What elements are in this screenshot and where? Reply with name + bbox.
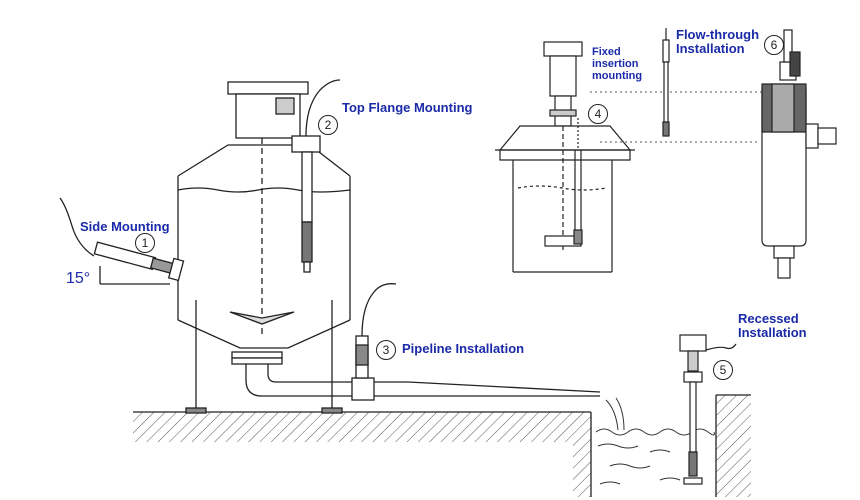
top-flange-sensor: [291, 79, 341, 273]
top-flange-label: Top Flange Mounting: [342, 100, 473, 115]
basin-water: [595, 397, 715, 485]
marker-3: 3: [376, 340, 396, 360]
flow-line-1: Flow-through: [676, 27, 760, 42]
ground: [133, 394, 751, 497]
fixed-line-3: mounting: [592, 70, 643, 82]
guide-lines: [590, 91, 775, 143]
pipeline-sensor: [355, 283, 397, 379]
marker-4: 4: [588, 104, 608, 124]
marker-2: 2: [318, 115, 338, 135]
flow-through-cell: [761, 29, 837, 279]
side-mounting-sensor: [59, 197, 185, 285]
marker-1: 1: [135, 233, 155, 253]
marker-6: 6: [764, 35, 784, 55]
side-mounting-label: Side Mounting: [80, 219, 170, 234]
loose-probe: [662, 28, 670, 137]
recessed-label: Recessed Installation: [738, 312, 807, 340]
angle-label: 15°: [66, 270, 91, 287]
recessed-line-1: Recessed: [738, 311, 799, 326]
fixed-line-2: insertion: [592, 58, 639, 70]
fixed-insertion-label: Fixed insertion mounting: [592, 46, 642, 82]
fixed-insertion-reactor: [495, 41, 635, 273]
pipeline-label: Pipeline Installation: [402, 341, 525, 356]
pipeline: [245, 364, 601, 401]
recessed-line-2: Installation: [738, 325, 807, 340]
flow-through-label: Flow-through Installation: [676, 28, 759, 56]
marker-5: 5: [713, 360, 733, 380]
flow-line-2: Installation: [676, 41, 745, 56]
recessed-sensor: [679, 334, 737, 485]
fixed-line-1: Fixed: [592, 46, 621, 58]
tank: [177, 81, 351, 414]
